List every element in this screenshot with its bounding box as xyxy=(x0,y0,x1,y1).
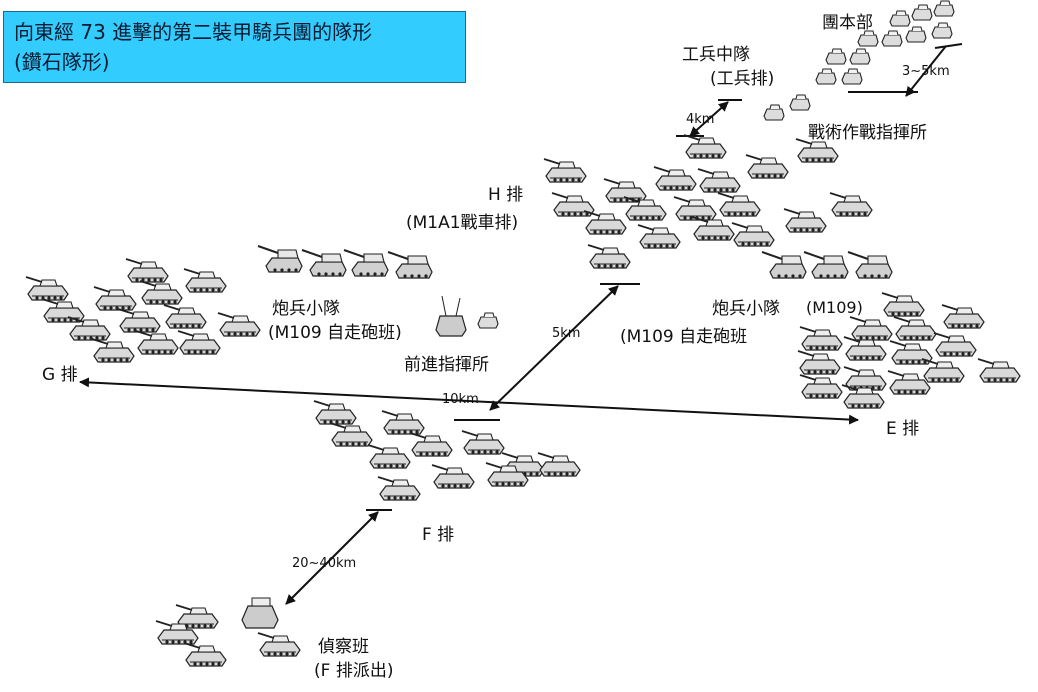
f-troop-tanks xyxy=(313,400,581,501)
title-line2: (鑽石隊形) xyxy=(14,50,110,74)
artillery-east-guns xyxy=(761,251,893,279)
h-troop-sub-label: (M1A1戰車排) xyxy=(406,213,519,233)
tactical-cp-label: 戰術作戰指揮所 xyxy=(808,123,927,143)
hq-label: 團本部 xyxy=(822,13,873,33)
artillery-west-label: 炮兵小隊 xyxy=(272,299,340,319)
forward-cp-vehicles xyxy=(435,295,499,337)
forward-cp-label: 前進指揮所 xyxy=(404,355,489,375)
scout-vehicles xyxy=(155,597,301,667)
f-troop-label: F 排 xyxy=(422,525,455,545)
scout-to-f-label: 20~40km xyxy=(292,556,357,571)
title-box: 向東經 73 進擊的第二裝甲騎兵團的隊形 (鑽石隊形) xyxy=(3,11,466,83)
artillery-west-sub-label: (M109 自走砲班) xyxy=(268,323,402,343)
scout-label: 偵察班 xyxy=(318,637,369,657)
e-troop-label: E 排 xyxy=(886,419,920,439)
engineer-sub-label: (工兵排) xyxy=(710,69,775,89)
distance-lines xyxy=(79,43,963,605)
artillery-east-m109-label: (M109) xyxy=(806,298,863,317)
h-troop-label: H 排 xyxy=(488,185,524,205)
h-to-center-label: 5km xyxy=(552,326,581,341)
artillery-east-sub-label: (M109 自走砲班 xyxy=(620,327,748,347)
scout-sub-label: (F 排派出) xyxy=(314,661,394,681)
engineer-spacing-label: 4km xyxy=(686,112,715,127)
title-line1: 向東經 73 進擊的第二裝甲騎兵團的隊形 xyxy=(14,20,373,44)
artillery-east-label: 炮兵小隊 xyxy=(712,299,780,319)
hq-spacing-label: 3~5km xyxy=(902,64,950,79)
h-troop-tanks xyxy=(543,134,873,269)
g-to-e-label: 10km xyxy=(442,392,479,407)
artillery-west-guns xyxy=(257,245,433,279)
g-troop-tanks xyxy=(25,258,261,363)
engineer-label: 工兵中隊 xyxy=(682,45,750,65)
g-troop-label: G 排 xyxy=(42,365,78,385)
engineer-vehicles xyxy=(763,48,871,121)
